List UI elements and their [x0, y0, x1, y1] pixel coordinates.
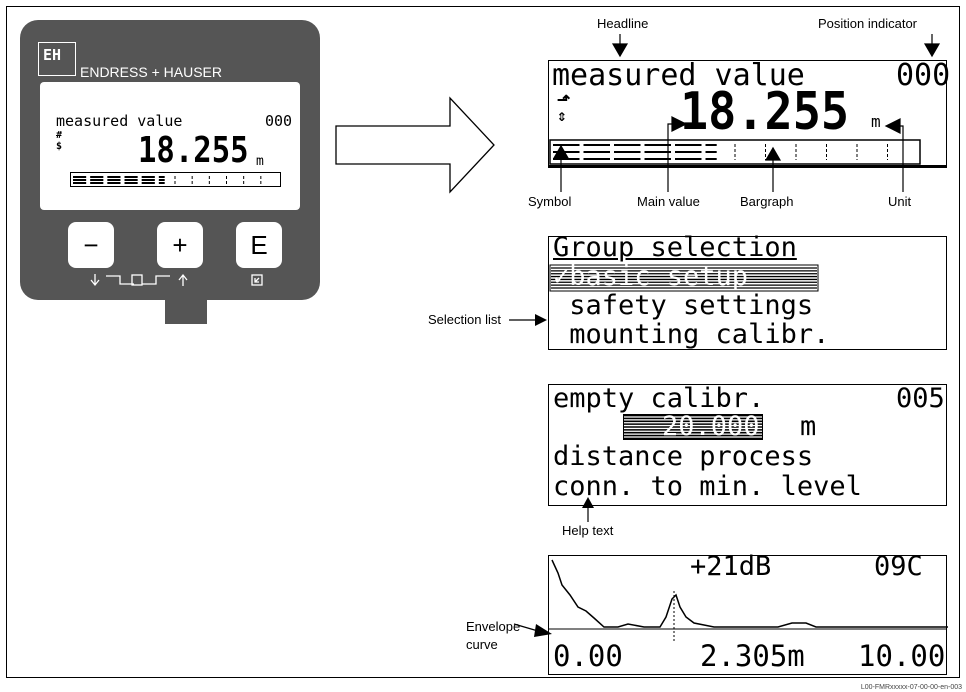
edit-position: 005: [896, 383, 945, 414]
display-edit: [548, 384, 947, 506]
envelope-x-mid: 2.305m: [700, 639, 805, 673]
device-clip: [165, 299, 207, 324]
label-envelope-curve: Envelope curve: [466, 618, 520, 654]
label-envelope-line2: curve: [466, 637, 498, 652]
minus-button[interactable]: −: [68, 222, 114, 268]
selection-title: Group selection: [553, 232, 797, 263]
device-screen: measured value 000 # $ 18.255 m: [40, 82, 300, 210]
display-envelope: [548, 555, 948, 675]
display-main-value: 18.255: [680, 82, 850, 142]
brand-name: ENDRESS + HAUSER: [80, 64, 222, 80]
device-value: 18.255: [138, 130, 249, 171]
selection-item-basic-setup[interactable]: ✓basic setup: [553, 261, 749, 292]
plus-button[interactable]: +: [157, 222, 203, 268]
figure-frame: [6, 6, 960, 678]
display-main-headline: measured value: [552, 58, 805, 93]
label-symbol: Symbol: [528, 194, 572, 209]
envelope-x-max: 10.00: [858, 639, 946, 673]
display-main: [548, 60, 947, 168]
enter-button[interactable]: E: [236, 222, 282, 268]
pointer-help: [582, 497, 594, 522]
label-selection-list: Selection list: [428, 312, 501, 327]
pointer-envelope: [513, 623, 552, 637]
label-position-indicator: Position indicator: [818, 16, 917, 31]
figure-id: L00-FMRxxxxx-07-00-00-en-003: [860, 684, 962, 691]
display-selection: [548, 236, 947, 350]
device-symbol: # $: [56, 130, 63, 152]
label-main-value: Main value: [637, 194, 700, 209]
device-position: 000: [265, 112, 293, 130]
device-headline: measured value: [56, 112, 183, 130]
selection-item-mounting-calibr[interactable]: mounting calibr.: [553, 319, 830, 350]
device-unit: m: [256, 154, 264, 169]
label-envelope-line1: Envelope: [466, 619, 521, 634]
selection-item-safety-settings[interactable]: safety settings: [553, 290, 814, 321]
envelope-position: 09C: [874, 551, 923, 582]
label-help-text: Help text: [562, 523, 614, 538]
envelope-gain: +21dB: [690, 551, 772, 582]
display-main-position: 000: [896, 58, 951, 93]
edit-headline: empty calibr.: [553, 383, 765, 414]
envelope-x-min: 0.00: [553, 639, 623, 673]
label-bargraph: Bargraph: [740, 194, 794, 209]
eh-logo: EH: [38, 42, 76, 76]
pointer-lines: [552, 34, 941, 192]
label-unit: Unit: [888, 194, 912, 209]
label-headline: Headline: [597, 16, 649, 31]
hollow-arrow: [335, 96, 495, 194]
pointer-selection: [509, 314, 547, 326]
help-line-2: conn. to min. level: [553, 471, 862, 502]
display-main-unit: m: [871, 112, 881, 131]
edit-value-field[interactable]: 20.000: [662, 411, 760, 442]
edit-unit: m: [800, 411, 817, 442]
device-bargraph: [70, 172, 281, 187]
key-hints: [90, 273, 263, 287]
symbol-icon: ⬏⇕: [557, 90, 571, 125]
help-line-1: distance process: [553, 441, 814, 472]
